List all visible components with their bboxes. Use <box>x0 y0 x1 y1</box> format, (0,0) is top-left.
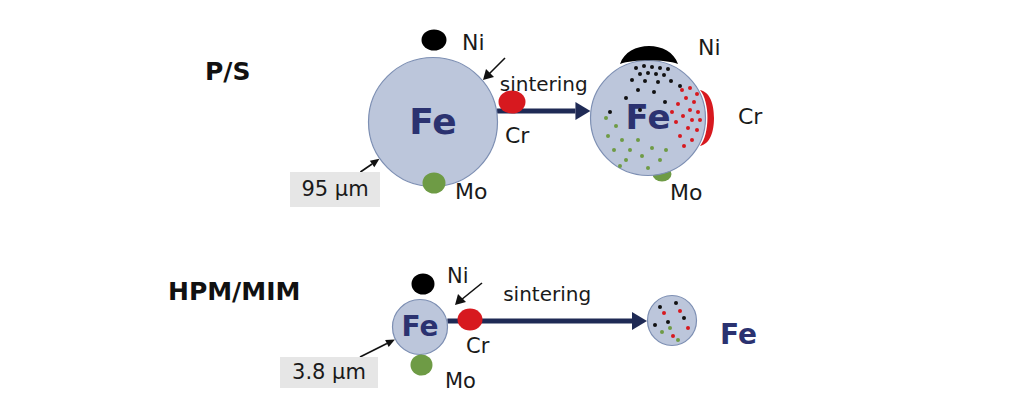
node-text: Fe <box>368 57 498 187</box>
dimension-box: 3.8 µm <box>280 357 378 388</box>
node-text: Fe <box>720 319 757 351</box>
dimension-arrow <box>360 159 379 172</box>
sintered-iron-particle: Fe <box>647 295 697 346</box>
chromium-cap: Cr <box>700 88 714 148</box>
molybdenum-particle: Mo <box>422 172 446 194</box>
edge-label: sintering <box>503 283 591 306</box>
node-text: Mo <box>670 180 702 205</box>
chromium-particle: Cr <box>457 308 483 331</box>
molybdenum-particle: Mo <box>410 354 433 376</box>
edge-label: sintering <box>500 73 588 96</box>
connector-line <box>360 344 387 357</box>
node-text: Fe <box>590 60 706 176</box>
node-text: Cr <box>466 334 489 358</box>
sintered-iron-particle: Fe <box>590 60 706 176</box>
iron-particle: Fe <box>392 299 448 355</box>
nickel-particle: Ni <box>421 29 447 51</box>
nickel-particle: Ni <box>411 273 435 295</box>
node-text: Cr <box>505 123 529 148</box>
node-text: 95 µm <box>290 172 380 207</box>
node-text: Ni <box>447 264 469 288</box>
node-text: Cr <box>738 104 762 129</box>
node-text: 3.8 µm <box>280 357 378 388</box>
arrow-head <box>632 312 647 330</box>
node-outline <box>422 172 446 194</box>
arrow-head <box>385 340 395 348</box>
node-outline <box>457 308 483 331</box>
iron-particle: Fe <box>368 57 498 187</box>
dimension-arrow <box>360 340 395 357</box>
node-outline <box>620 46 678 64</box>
node-text: Fe <box>392 299 448 355</box>
node-outline <box>647 295 697 346</box>
connector-line <box>360 164 372 172</box>
process-label: HPM/MIM <box>168 278 300 307</box>
node-outline <box>411 273 435 295</box>
node-outline <box>700 88 714 148</box>
node-outline <box>421 29 447 51</box>
arrow-head <box>370 159 380 167</box>
dimension-box: 95 µm <box>290 172 380 207</box>
node-text: Ni <box>698 35 721 60</box>
node-outline <box>410 354 433 376</box>
node-text: Ni <box>462 30 485 55</box>
node-text: Mo <box>445 369 476 393</box>
arrow-head <box>575 102 590 120</box>
nickel-cap: Ni <box>620 46 678 64</box>
node-text: Mo <box>455 179 487 204</box>
process-label: P/S <box>205 58 250 87</box>
